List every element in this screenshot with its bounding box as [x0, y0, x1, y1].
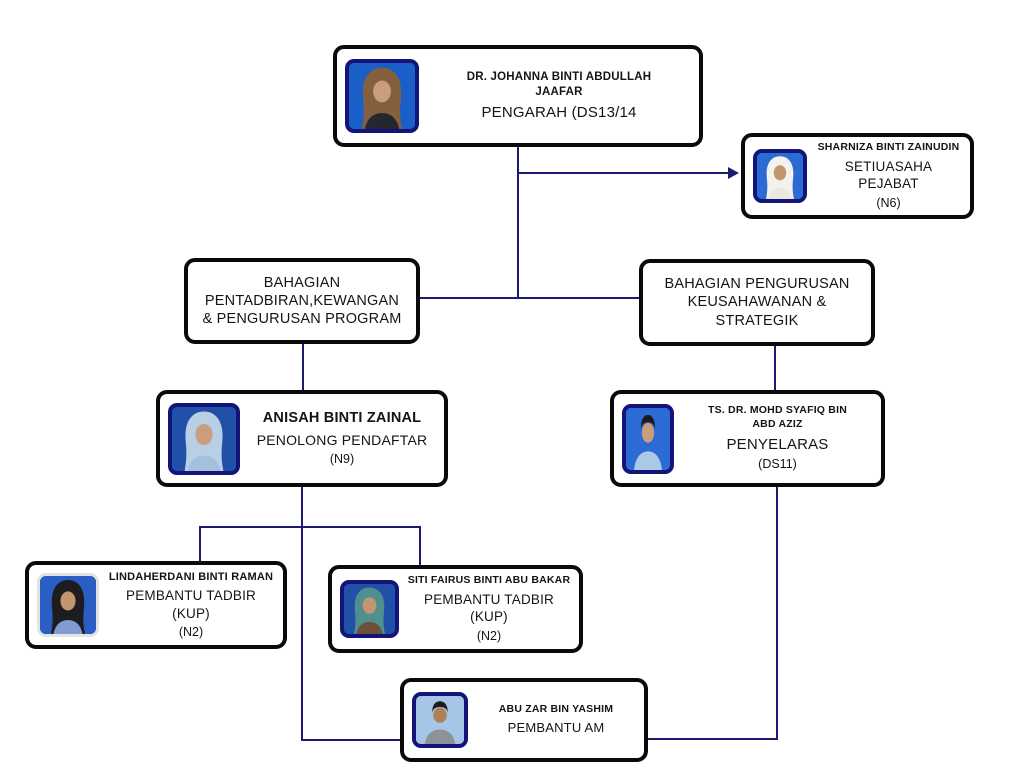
person-name: SITI FAIRUS BINTI ABU BAKAR [407, 574, 571, 587]
connector-anisah-down [301, 486, 303, 741]
connector-to-setiausaha [518, 172, 731, 174]
profile-photo [168, 402, 240, 475]
org-node-anisah: ANISAH BINTI ZAINAL PENOLONG PENDAFTAR (… [156, 390, 448, 487]
org-node-dept-pengurusan: BAHAGIAN PENGURUSAN KEUSAHAWANAN & STRAT… [639, 259, 875, 346]
org-node-pengarah: DR. JOHANNA BINTI ABDULLAH JAAFAR PENGAR… [333, 45, 703, 147]
connector-pengurusan-syafiq [774, 345, 776, 391]
org-node-linda: LINDAHERDANI BINTI RAMAN PEMBANTU TADBIR… [25, 561, 287, 649]
person-name: ANISAH BINTI ZAINAL [262, 410, 422, 427]
profile-photo [753, 149, 807, 203]
person-title: PEMBANTU TADBIR (KUP) [423, 591, 555, 625]
connector-pentadbiran-anisah [302, 343, 304, 391]
connector-to-fairus [419, 526, 421, 566]
person-name: LINDAHERDANI BINTI RAMAN [108, 570, 274, 583]
department-label: BAHAGIAN PENGURUSAN KEUSAHAWANAN & STRAT… [664, 276, 850, 329]
person-title: SETIUASAHA PEJABAT [844, 158, 933, 192]
department-label: BAHAGIAN PENTADBIRAN,KEWANGAN & PENGURUS… [202, 274, 402, 328]
connector-syafiq-down [776, 486, 778, 740]
person-name: TS. DR. MOHD SYAFIQ BIN ABD AZIZ [708, 404, 847, 431]
profile-photo [345, 59, 419, 133]
person-grade: (N9) [329, 452, 355, 467]
org-node-abuzar: ABU ZAR BIN YASHIM PEMBANTU AM [400, 678, 648, 762]
person-grade: (N2) [178, 625, 204, 640]
person-grade: (DS11) [758, 457, 797, 472]
org-node-setiausaha: SHARNIZA BINTI ZAINUDIN SETIUASAHA PEJAB… [741, 133, 974, 219]
person-grade: (N6) [876, 195, 901, 210]
connector-anisah-children [199, 526, 421, 528]
profile-photo [340, 580, 399, 638]
connector-to-linda [199, 526, 201, 562]
profile-photo [37, 573, 99, 637]
profile-photo [412, 692, 468, 748]
person-title: PENGARAH (DS13/14 [481, 103, 637, 121]
profile-photo [622, 403, 674, 474]
org-node-fairus: SITI FAIRUS BINTI ABU BAKAR PEMBANTU TAD… [328, 565, 583, 653]
person-grade: (N2) [476, 628, 502, 643]
person-title: PEMBANTU TADBIR (KUP) [125, 587, 257, 621]
person-name: DR. JOHANNA BINTI ABDULLAH JAAFAR [466, 70, 652, 98]
person-title: PENYELARAS [726, 435, 829, 453]
connector-to-abuzar-right [648, 738, 778, 740]
person-title: PEMBANTU AM [507, 719, 605, 735]
person-name: SHARNIZA BINTI ZAINUDIN [817, 141, 960, 154]
connector-pengarah-down [517, 146, 519, 299]
org-node-dept-pentadbiran: BAHAGIAN PENTADBIRAN,KEWANGAN & PENGURUS… [184, 258, 420, 344]
org-node-syafiq: TS. DR. MOHD SYAFIQ BIN ABD AZIZ PENYELA… [610, 390, 885, 487]
connector-to-abuzar-left [301, 739, 401, 741]
connector-departments [419, 297, 640, 299]
person-title: PENOLONG PENDAFTAR [256, 432, 428, 449]
arrowhead-setiausaha-icon [728, 167, 739, 179]
person-name: ABU ZAR BIN YASHIM [498, 703, 614, 716]
